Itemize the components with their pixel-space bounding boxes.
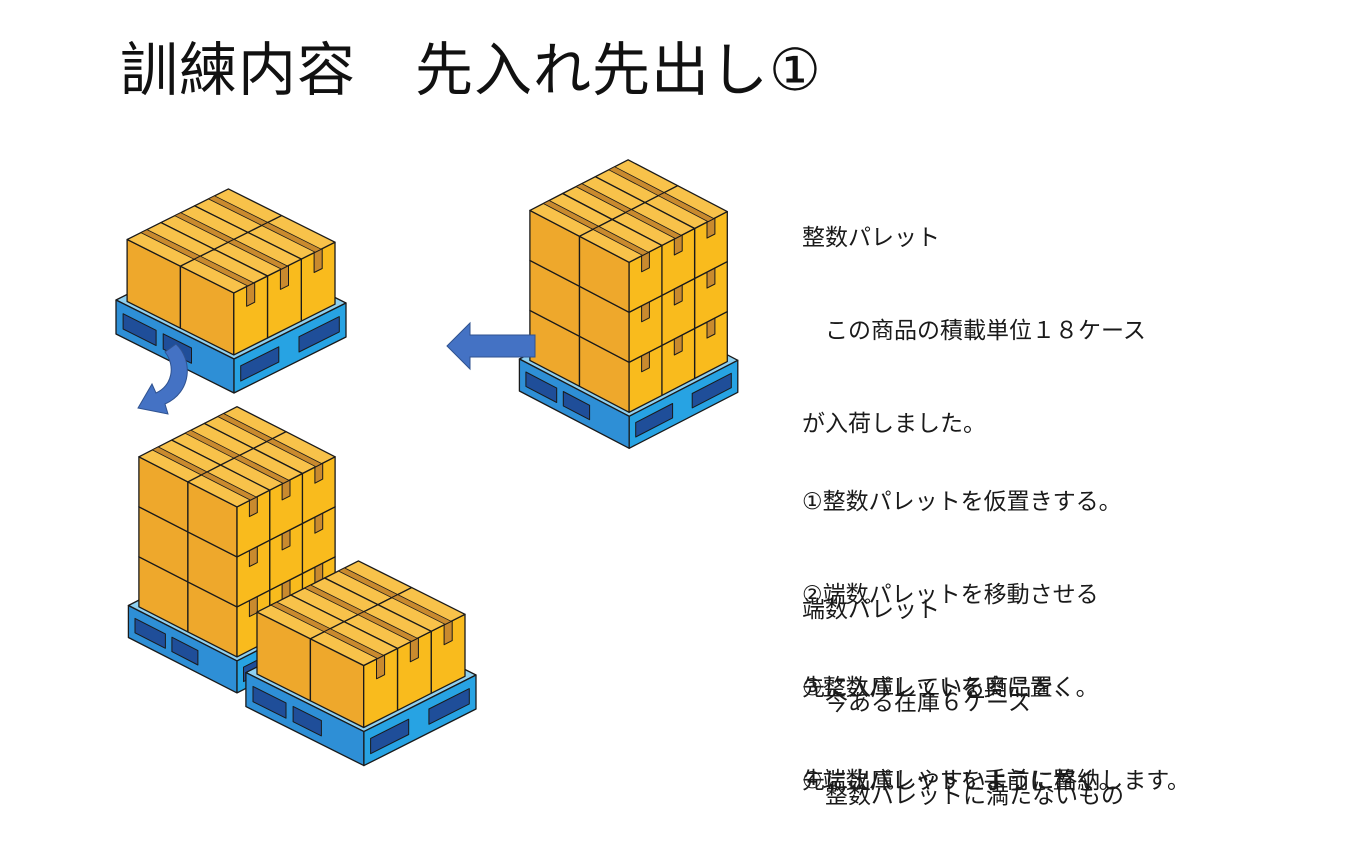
pallet-slot (122, 313, 157, 347)
box-tape-stripe (227, 238, 288, 270)
partial-pallet-stored-front (245, 560, 477, 767)
box-tape-stripe (592, 225, 649, 256)
box-tape-stripe (658, 192, 715, 223)
step-item: ②端数パレットを移動させる (802, 582, 1099, 608)
step-item: ③整数パレットを奥に置く。 (802, 675, 1099, 701)
pallet-slot (252, 685, 287, 719)
box-tape-stripe (266, 438, 323, 468)
pallet-slot (134, 617, 166, 649)
step-item: ①整数パレットを仮置きする。 (802, 489, 1122, 515)
full-pallet-incoming (518, 159, 739, 449)
partial-pallet-before (115, 188, 347, 394)
pallet-slot (428, 688, 470, 725)
box-tape-stripe (357, 611, 418, 642)
slide-title: 訓練内容 先入れ先出し① (120, 36, 822, 104)
pallet-slot (635, 403, 674, 438)
box-tape-stripe (323, 628, 385, 659)
pallet-slot (562, 391, 591, 421)
box-tape-stripe (233, 454, 290, 484)
box-tape-stripe (200, 471, 257, 501)
pallet-slot (525, 371, 558, 403)
pallet-slot (298, 316, 340, 353)
pallet-slot (171, 636, 199, 666)
move-left-arrow-icon (446, 321, 536, 371)
conclusion-line: 先に出庫しやすいように格納します。 (802, 768, 1191, 794)
full-pallet-heading: 整数パレット (802, 225, 940, 251)
full-pallet-line2: が入荷しました。 (802, 411, 986, 437)
curved-down-arrow-icon (137, 343, 188, 415)
box-tape-stripe (261, 222, 322, 253)
box-tape-stripe (625, 209, 682, 239)
full-pallet-line1: この商品の積載単位１８ケース (802, 318, 1146, 344)
pallet-slot (691, 372, 732, 409)
box-tape-stripe (193, 255, 255, 287)
pallet-slot (292, 705, 322, 737)
fifo-illustration (115, 159, 739, 767)
conclusion-line: 先に入庫している商品を、 (802, 675, 1078, 701)
box-tape-stripe (391, 594, 452, 625)
partial-pallet-line1: 今ある在庫６ケース (802, 690, 1031, 716)
partial-pallet-heading: 端数パレット (802, 597, 940, 623)
conclusion: 先に入庫している商品を、 先に出庫しやすいように格納します。 (802, 611, 1190, 828)
pallet-slot (370, 718, 410, 755)
pallet-slot (240, 346, 280, 382)
